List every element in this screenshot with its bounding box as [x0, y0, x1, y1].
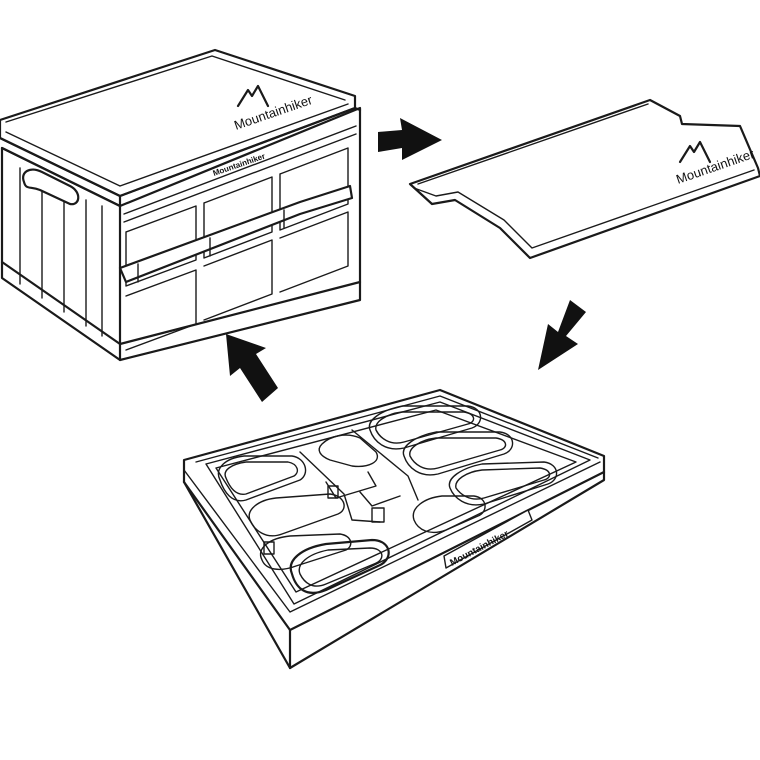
- arrow-down-left-icon: [538, 300, 586, 370]
- removed-lid: Mountainhiker: [408, 98, 760, 260]
- brand-plate: [443, 509, 533, 569]
- box-handle: [22, 168, 80, 206]
- lid-panel: [408, 98, 760, 260]
- lid-mountain-logo-icon: [678, 140, 712, 164]
- closed-storage-box: Mountainhiker Mountainhiker: [0, 48, 362, 362]
- folded-box: Mountainhiker: [182, 388, 606, 670]
- arrow-up-left-icon: [226, 334, 278, 402]
- arrow-right-icon: [378, 118, 442, 160]
- mountain-logo-icon: [236, 84, 270, 108]
